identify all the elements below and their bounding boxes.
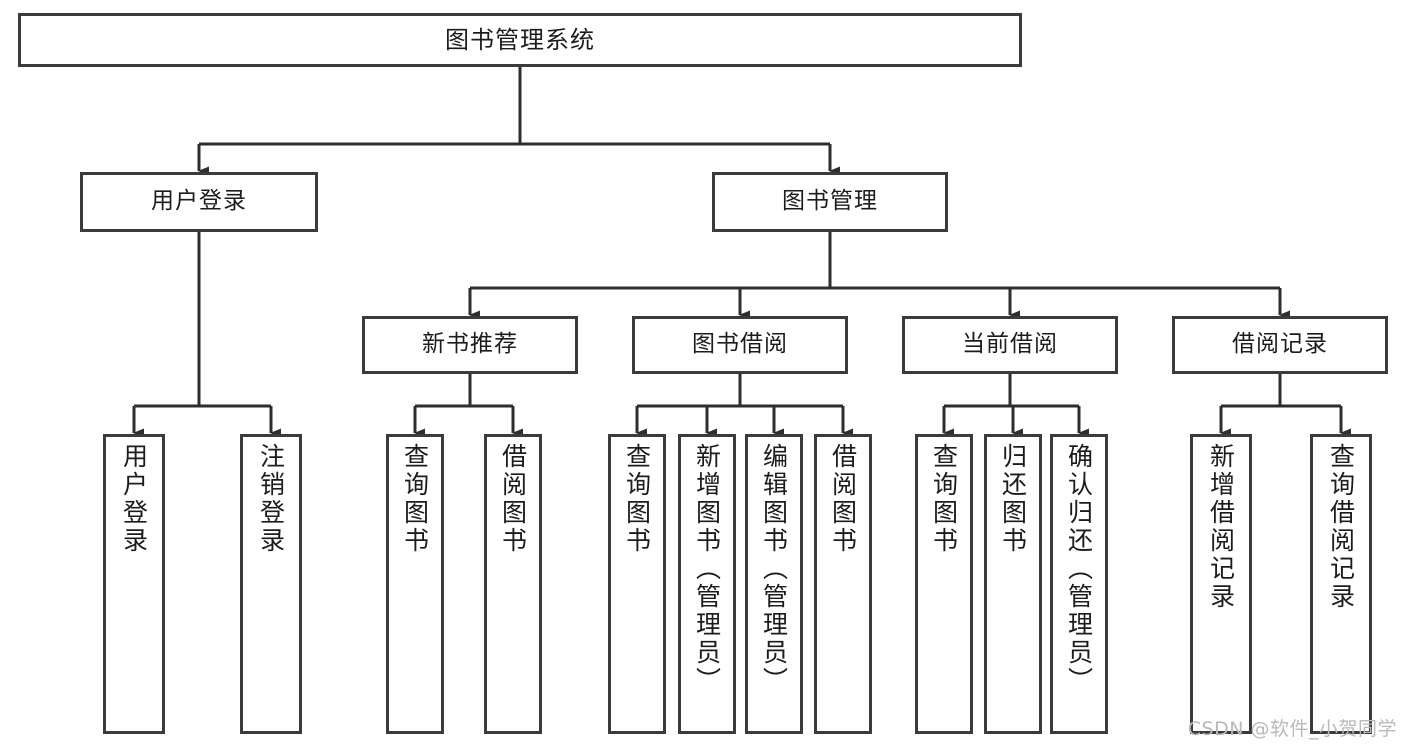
node-label: 图书管理 bbox=[782, 188, 878, 215]
node-leaf-query-book-3[interactable]: 查询图书 bbox=[915, 434, 973, 734]
node-new-book-recommend[interactable]: 新书推荐 bbox=[362, 316, 578, 374]
node-label: 新书推荐 bbox=[422, 331, 518, 358]
node-book-manage[interactable]: 图书管理 bbox=[712, 172, 948, 232]
node-leaf-logout[interactable]: 注销登录 bbox=[240, 434, 302, 734]
node-current-borrow[interactable]: 当前借阅 bbox=[902, 316, 1118, 374]
node-leaf-query-book-1[interactable]: 查询图书 bbox=[386, 434, 444, 734]
node-label: 查询图书 bbox=[929, 443, 959, 555]
node-leaf-add-record[interactable]: 新增借阅记录 bbox=[1190, 434, 1252, 734]
node-label: 查询借阅记录 bbox=[1326, 443, 1356, 611]
node-label: 查询图书 bbox=[400, 443, 430, 555]
node-leaf-edit-book[interactable]: 编辑图书（管理员） bbox=[745, 434, 803, 734]
node-label: 查询图书 bbox=[622, 443, 652, 555]
node-label: 用户登录 bbox=[119, 443, 149, 555]
node-label: 归还图书 bbox=[998, 443, 1028, 555]
node-label: 当前借阅 bbox=[962, 331, 1058, 358]
node-book-borrow[interactable]: 图书借阅 bbox=[632, 316, 848, 374]
watermark-text: CSDN @软件_小贺同学 bbox=[1187, 718, 1397, 740]
node-label: 新增图书（管理员） bbox=[692, 443, 722, 695]
edge-layer bbox=[132, 67, 1351, 438]
node-label: 借阅图书 bbox=[828, 443, 858, 555]
node-label: 借阅记录 bbox=[1232, 331, 1328, 358]
node-leaf-add-book[interactable]: 新增图书（管理员） bbox=[678, 434, 736, 734]
node-label: 新增借阅记录 bbox=[1206, 443, 1236, 611]
node-leaf-query-record[interactable]: 查询借阅记录 bbox=[1310, 434, 1372, 734]
node-label: 确认归还（管理员） bbox=[1064, 443, 1094, 695]
node-label: 借阅图书 bbox=[498, 443, 528, 555]
node-label: 用户登录 bbox=[151, 188, 247, 215]
node-label: 图书管理系统 bbox=[445, 25, 595, 54]
node-root[interactable]: 图书管理系统 bbox=[18, 13, 1022, 67]
node-leaf-confirm-return[interactable]: 确认归还（管理员） bbox=[1050, 434, 1108, 734]
node-leaf-borrow-book-2[interactable]: 借阅图书 bbox=[814, 434, 872, 734]
node-leaf-borrow-book-1[interactable]: 借阅图书 bbox=[484, 434, 542, 734]
node-leaf-query-book-2[interactable]: 查询图书 bbox=[608, 434, 666, 734]
node-leaf-return-book[interactable]: 归还图书 bbox=[984, 434, 1042, 734]
node-leaf-user-login[interactable]: 用户登录 bbox=[103, 434, 165, 734]
node-borrow-record[interactable]: 借阅记录 bbox=[1172, 316, 1388, 374]
node-label: 注销登录 bbox=[256, 443, 286, 555]
node-user-login[interactable]: 用户登录 bbox=[80, 172, 318, 232]
node-label: 编辑图书（管理员） bbox=[759, 443, 789, 695]
node-label: 图书借阅 bbox=[692, 331, 788, 358]
